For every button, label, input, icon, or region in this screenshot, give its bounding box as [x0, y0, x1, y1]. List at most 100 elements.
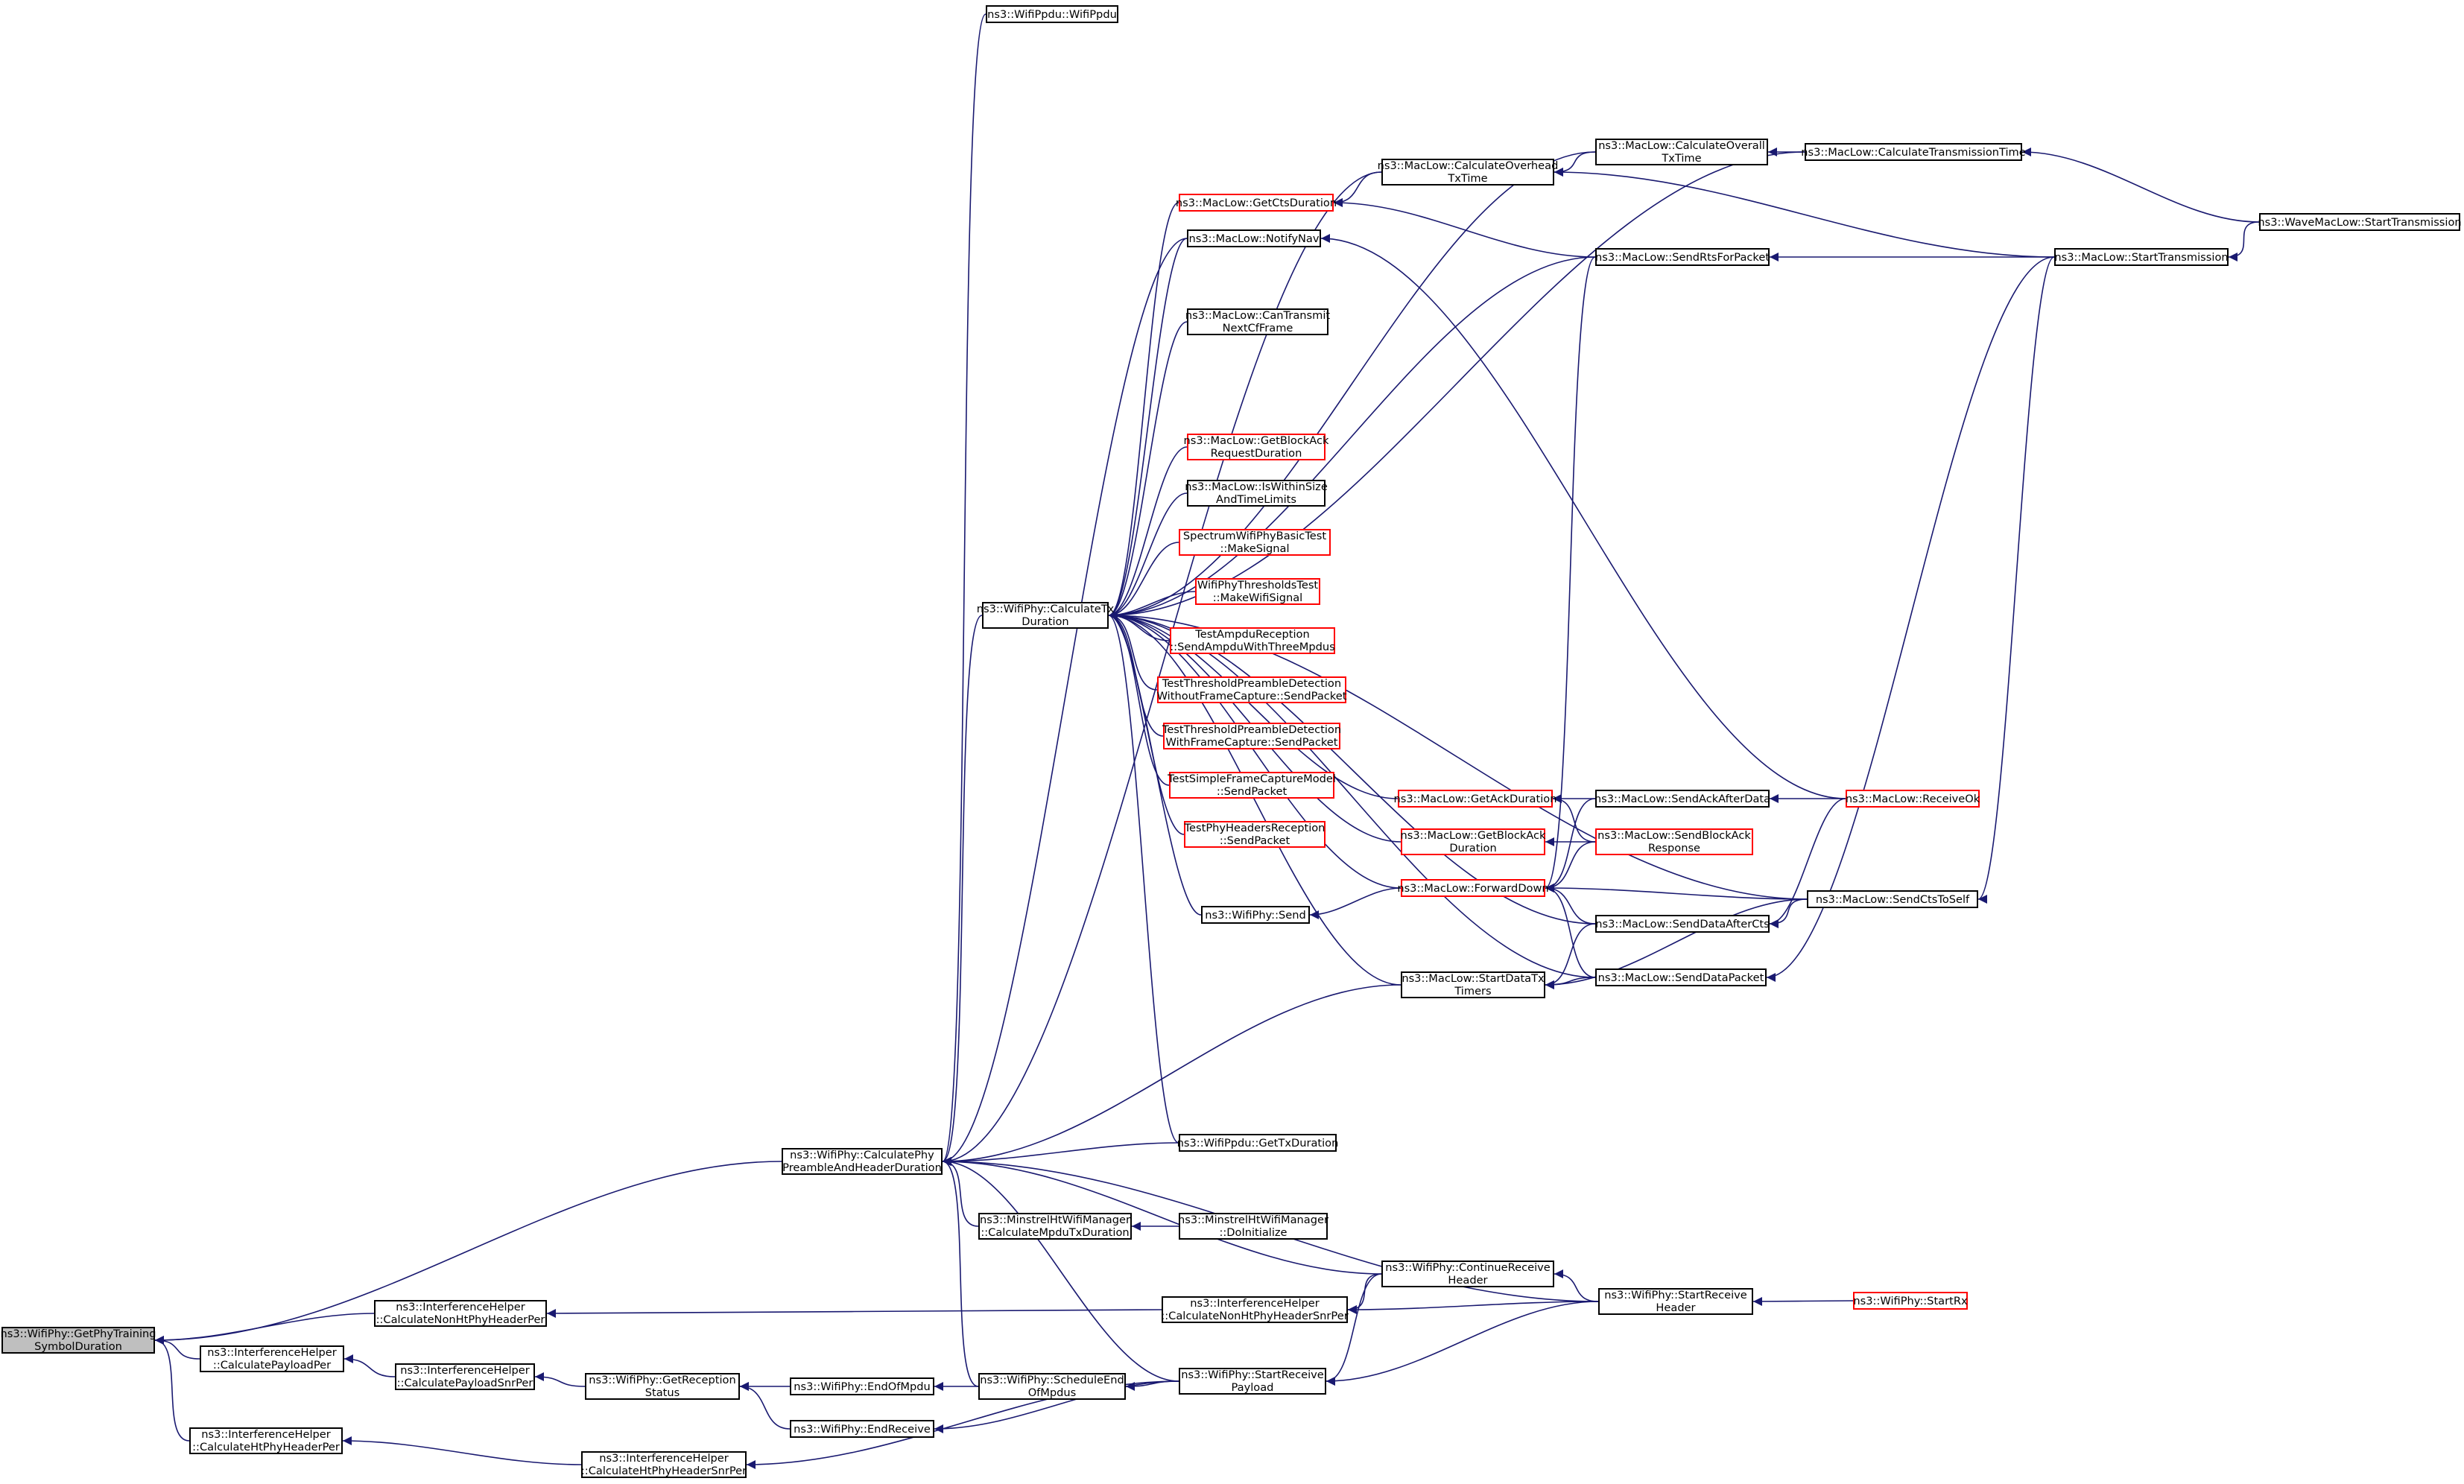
- node-get-block-ack-duration[interactable]: ns3::MacLow::GetBlockAck Duration: [1400, 828, 1546, 855]
- call-edge: [1108, 611, 1596, 925]
- call-edge: [1545, 256, 1596, 892]
- node-forward-down[interactable]: ns3::MacLow::ForwardDown: [1397, 879, 1549, 897]
- node-calc-ht-header-snr-per[interactable]: ns3::InterferenceHelper ::CalculateHtPhy…: [580, 1451, 747, 1478]
- node-ppdu-get-tx-duration[interactable]: ns3::WifiPpdu::GetTxDuration: [1177, 1134, 1338, 1152]
- node-send-rts[interactable]: ns3::MacLow::SendRtsForPacket: [1595, 248, 1770, 266]
- node-calc-preamble[interactable]: ns3::WifiPhy::CalculatePhy PreambleAndHe…: [782, 1148, 943, 1175]
- node-calc-payload-per[interactable]: ns3::InterferenceHelper ::CalculatePaylo…: [200, 1345, 344, 1372]
- call-edge: [1108, 611, 1808, 900]
- node-send-block-ack-resp[interactable]: ns3::MacLow::SendBlockAck Response: [1595, 828, 1753, 855]
- node-preamble-no-capture[interactable]: TestThresholdPreambleDetection WithoutFr…: [1156, 676, 1347, 703]
- call-edge: [1769, 898, 1808, 928]
- call-edge: [2228, 221, 2260, 261]
- call-edge: [1108, 202, 1179, 620]
- call-edge: [1766, 256, 2055, 982]
- call-edge: [942, 984, 1402, 1166]
- node-is-within-size[interactable]: ns3::MacLow::IsWithinSize AndTimeLimits: [1185, 480, 1328, 507]
- call-edge: [1554, 151, 1596, 177]
- call-edge: [942, 13, 986, 1166]
- node-root[interactable]: ns3::WifiPhy::GetPhyTraining SymbolDurat…: [0, 1327, 156, 1354]
- call-edge: [1545, 884, 1596, 925]
- call-edge: [1554, 1269, 1599, 1302]
- call-edge: [1977, 256, 2055, 904]
- call-edge: [1108, 256, 1596, 620]
- call-edge: [942, 1157, 1179, 1382]
- node-phy-headers-send[interactable]: TestPhyHeadersReception ::SendPacket: [1184, 821, 1326, 848]
- node-get-reception-status[interactable]: ns3::WifiPhy::GetReception Status: [585, 1373, 740, 1400]
- call-edge: [942, 1157, 1382, 1275]
- call-edge: [1108, 446, 1188, 620]
- node-preamble-capture[interactable]: TestThresholdPreambleDetection WithFrame…: [1162, 723, 1342, 749]
- call-edge: [1108, 611, 1402, 986]
- node-calc-non-ht-header-per[interactable]: ns3::InterferenceHelper ::CalculateNonHt…: [374, 1300, 547, 1327]
- call-edge: [1545, 898, 1808, 989]
- call-edge: [1545, 841, 1596, 892]
- node-end-receive[interactable]: ns3::WifiPhy::EndReceive: [790, 1420, 934, 1438]
- node-get-block-ack-req-dur[interactable]: ns3::MacLow::GetBlockAck RequestDuration: [1183, 434, 1329, 460]
- node-ampdu-send[interactable]: TestAmpduReception ::SendAmpduWithThreeM…: [1170, 627, 1335, 654]
- call-edge: [1326, 1301, 1599, 1386]
- node-calc-ht-header-per[interactable]: ns3::InterferenceHelper ::CalculateHtPhy…: [189, 1427, 343, 1454]
- call-edge: [1333, 171, 1382, 207]
- node-spectrum-make-signal[interactable]: SpectrumWifiPhyBasicTest ::MakeSignal: [1179, 529, 1331, 556]
- node-calc-payload-snr-per[interactable]: ns3::InterferenceHelper ::CalculatePaylo…: [395, 1363, 535, 1390]
- call-edge: [739, 1382, 791, 1430]
- node-start-transmission[interactable]: ns3::MacLow::StartTransmission: [2054, 248, 2229, 266]
- node-phy-send[interactable]: ns3::WifiPhy::Send: [1201, 906, 1310, 924]
- node-start-rx[interactable]: ns3::WifiPhy::StartRx: [1853, 1292, 1968, 1310]
- node-get-ack-duration[interactable]: ns3::MacLow::GetAckDuration: [1394, 790, 1556, 808]
- call-edge: [934, 1380, 1179, 1433]
- call-edge: [1554, 168, 2055, 258]
- call-edge: [942, 1157, 979, 1387]
- call-edge: [2021, 148, 2260, 223]
- call-edge: [1333, 198, 1596, 258]
- call-edge: [1347, 1301, 1599, 1314]
- call-edge: [1309, 887, 1402, 919]
- node-start-data-tx-timers[interactable]: ns3::MacLow::StartDataTx Timers: [1401, 971, 1545, 998]
- call-edge: [942, 238, 1188, 1166]
- node-send-cts-to-self[interactable]: ns3::MacLow::SendCtsToSelf: [1807, 890, 1978, 908]
- node-start-receive-payload[interactable]: ns3::WifiPhy::StartReceive Payload: [1179, 1368, 1326, 1395]
- call-edge: [942, 615, 983, 1166]
- node-calc-overhead[interactable]: ns3::MacLow::CalculateOverhead TxTime: [1377, 159, 1559, 186]
- node-send-ack-after-data[interactable]: ns3::MacLow::SendAckAfterData: [1594, 790, 1770, 808]
- node-thresholds-make-signal[interactable]: WifiPhyThresholdsTest ::MakeWifiSignal: [1195, 578, 1320, 605]
- node-calc-transmission-time[interactable]: ns3::MacLow::CalculateTransmissionTime: [1801, 143, 2026, 161]
- node-receive-ok[interactable]: ns3::MacLow::ReceiveOk: [1846, 790, 1980, 808]
- call-edge: [154, 1313, 375, 1345]
- call-edge: [154, 1336, 190, 1442]
- node-schedule-end-of-mpdus[interactable]: ns3::WifiPhy::ScheduleEnd OfMpdus: [978, 1373, 1126, 1400]
- call-edge: [1347, 1273, 1382, 1314]
- node-simple-capture[interactable]: TestSimpleFrameCaptureModel ::SendPacket: [1168, 772, 1336, 799]
- call-edge: [1545, 884, 1808, 900]
- node-end-of-mpdu[interactable]: ns3::WifiPhy::EndOfMpdu: [790, 1377, 934, 1395]
- call-edge: [1545, 884, 1596, 978]
- node-calc-tx-duration[interactable]: ns3::WifiPhy::CalculateTx Duration: [976, 602, 1115, 629]
- node-calc-mpdu-tx[interactable]: ns3::MinstrelHtWifiManager ::CalculateMp…: [978, 1213, 1132, 1240]
- node-send-data-after-cts[interactable]: ns3::MacLow::SendDataAfterCts: [1595, 915, 1770, 933]
- node-do-initialize[interactable]: ns3::MinstrelHtWifiManager ::DoInitializ…: [1178, 1213, 1328, 1240]
- call-edge: [1108, 611, 1179, 1144]
- call-edge: [1545, 798, 1596, 892]
- node-calc-overall[interactable]: ns3::MacLow::CalculateOverall TxTime: [1595, 139, 1768, 165]
- call-edge: [1108, 542, 1179, 620]
- call-edge: [534, 1372, 586, 1387]
- node-wave-start-tx[interactable]: ns3::WaveMacLow::StartTransmission: [2258, 213, 2462, 231]
- call-edge: [343, 1354, 396, 1377]
- node-start-receive-header[interactable]: ns3::WifiPhy::StartReceive Header: [1598, 1288, 1753, 1315]
- node-continue-receive-header[interactable]: ns3::WifiPhy::ContinueReceive Header: [1381, 1261, 1554, 1287]
- node-send-data-packet[interactable]: ns3::MacLow::SendDataPacket: [1595, 968, 1767, 986]
- call-edge: [546, 1308, 1162, 1318]
- node-get-cts-duration[interactable]: ns3::MacLow::GetCtsDuration: [1176, 194, 1337, 212]
- node-calc-non-ht-header-snr-per[interactable]: ns3::InterferenceHelper ::CalculateNonHt…: [1161, 1296, 1349, 1323]
- node-wifi-ppdu[interactable]: ns3::WifiPpdu::WifiPpdu: [986, 5, 1118, 23]
- call-edge: [1108, 611, 1399, 799]
- call-edge: [942, 1142, 1179, 1166]
- call-edge: [1108, 238, 1188, 620]
- call-edge: [342, 1436, 582, 1465]
- node-can-transmit-next-cf[interactable]: ns3::MacLow::CanTransmit NextCfFrame: [1185, 308, 1331, 335]
- call-edge: [1108, 611, 1402, 889]
- call-edge: [1769, 798, 1846, 928]
- node-notify-nav[interactable]: ns3::MacLow::NotifyNav: [1187, 229, 1321, 247]
